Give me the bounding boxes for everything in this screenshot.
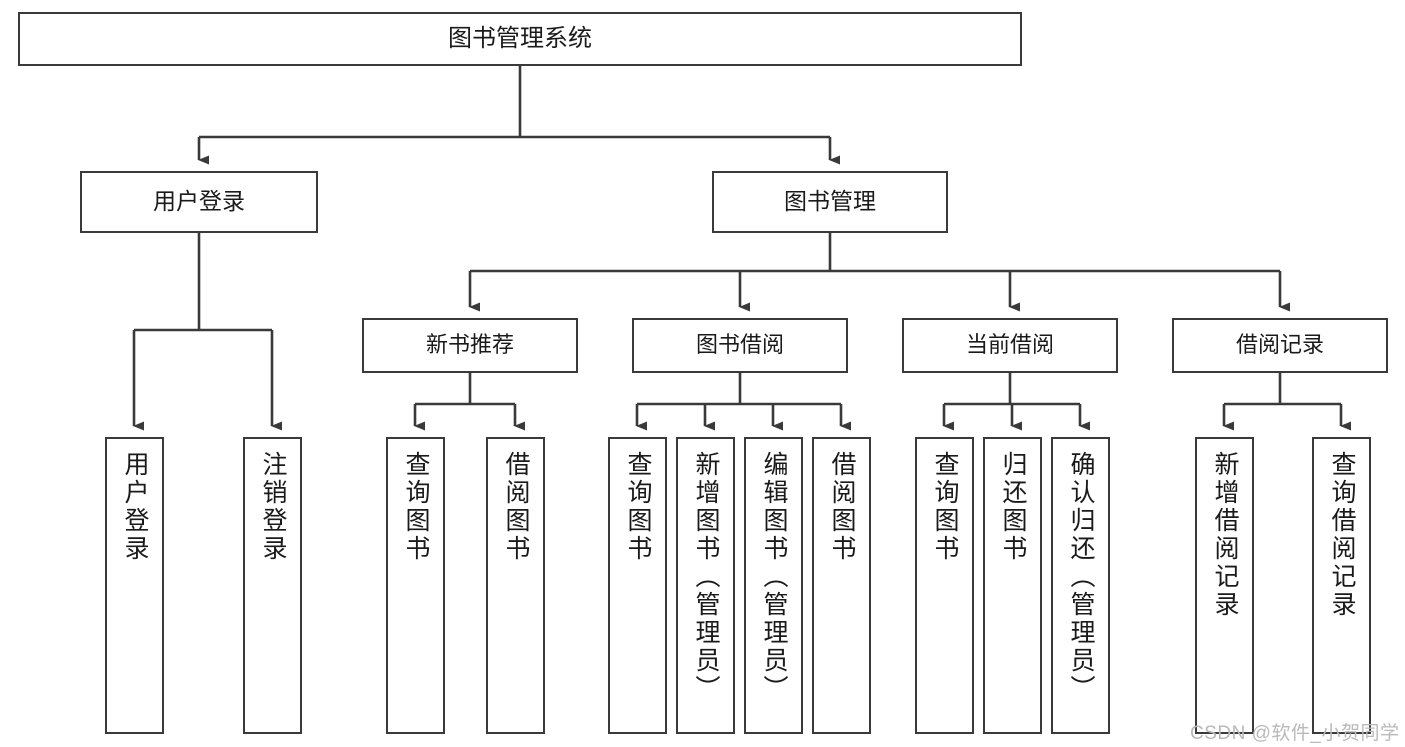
- node-leaf-1[interactable]: 注销登录: [243, 437, 302, 734]
- node-level3-3-label: 借阅记录: [1235, 332, 1324, 358]
- node-leaf-0[interactable]: 用户登录: [105, 437, 164, 734]
- node-leaf-1-label: 注销登录: [259, 451, 287, 563]
- node-level3-1-label: 图书借阅: [695, 332, 784, 358]
- node-leaf-4-label: 查询图书: [624, 451, 652, 563]
- node-leaf-12-label: 查询借阅记录: [1328, 451, 1356, 619]
- node-leaf-8-label: 查询图书: [931, 451, 959, 563]
- node-root-label: 图书管理系统: [448, 24, 592, 52]
- node-leaf-10-label: 确认归还（管理员）: [1067, 451, 1095, 703]
- node-leaf-7[interactable]: 借阅图书: [812, 437, 871, 734]
- node-level3-0-label: 新书推荐: [425, 332, 514, 358]
- node-level3-2[interactable]: 当前借阅: [902, 318, 1118, 373]
- node-level2-1-label: 图书管理: [784, 188, 876, 215]
- node-leaf-7-label: 借阅图书: [828, 451, 856, 563]
- node-level2-1[interactable]: 图书管理: [712, 171, 948, 233]
- node-leaf-2-label: 查询图书: [402, 451, 430, 563]
- node-level3-0[interactable]: 新书推荐: [362, 318, 578, 373]
- node-level3-3[interactable]: 借阅记录: [1172, 318, 1388, 373]
- node-leaf-12[interactable]: 查询借阅记录: [1312, 437, 1371, 734]
- node-root[interactable]: 图书管理系统: [18, 12, 1022, 66]
- node-leaf-6-label: 编辑图书（管理员）: [760, 451, 788, 703]
- node-leaf-10[interactable]: 确认归还（管理员）: [1051, 437, 1110, 734]
- node-leaf-5-label: 新增图书（管理员）: [692, 451, 720, 703]
- node-leaf-9-label: 归还图书: [999, 451, 1027, 563]
- node-leaf-5[interactable]: 新增图书（管理员）: [676, 437, 735, 734]
- node-leaf-4[interactable]: 查询图书: [608, 437, 667, 734]
- node-leaf-2[interactable]: 查询图书: [386, 437, 445, 734]
- node-level2-0-label: 用户登录: [153, 188, 245, 215]
- node-leaf-11-label: 新增借阅记录: [1211, 451, 1239, 619]
- node-leaf-11[interactable]: 新增借阅记录: [1195, 437, 1254, 734]
- node-leaf-6[interactable]: 编辑图书（管理员）: [744, 437, 803, 734]
- node-leaf-3[interactable]: 借阅图书: [486, 437, 545, 734]
- node-level3-1[interactable]: 图书借阅: [632, 318, 848, 373]
- node-leaf-3-label: 借阅图书: [502, 451, 530, 563]
- node-leaf-9[interactable]: 归还图书: [983, 437, 1042, 734]
- csdn-watermark: CSDN @软件_小贺同学: [1190, 723, 1400, 744]
- node-level2-0[interactable]: 用户登录: [80, 171, 318, 233]
- node-leaf-8[interactable]: 查询图书: [915, 437, 974, 734]
- node-leaf-0-label: 用户登录: [121, 451, 149, 563]
- node-level3-2-label: 当前借阅: [965, 332, 1054, 358]
